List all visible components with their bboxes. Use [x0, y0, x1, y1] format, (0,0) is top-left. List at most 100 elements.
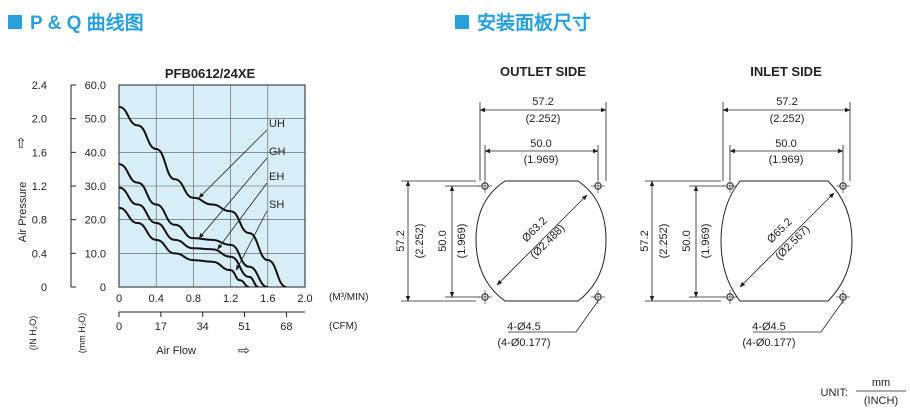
- x-tick-label-m3: 0: [116, 293, 122, 305]
- outlet-hole-width-dim: [484, 145, 599, 180]
- inlet-fan-outline: [720, 180, 853, 302]
- outlet-diameter-line: [496, 194, 588, 286]
- curve-label-uh: UH: [269, 118, 285, 130]
- outlet-overall-width-mm: 57.2: [532, 96, 553, 108]
- x-tick-label-cfm: 51: [238, 321, 250, 333]
- inlet-title: INLET SIDE: [750, 64, 822, 79]
- outlet-hole-width-mm: 50.0: [530, 138, 551, 150]
- inlet-hole-leader: [753, 300, 844, 333]
- y-tick-label-mm: 50.0: [85, 114, 106, 126]
- outlet-overall-height-dim: [401, 180, 476, 302]
- y-tick-label-in: 0: [41, 282, 47, 294]
- curve-leader-uh: [198, 129, 268, 199]
- air-pressure-arrow-icon: ⇧: [15, 135, 27, 151]
- y-tick-label-in: 0.8: [32, 215, 47, 227]
- curve-sh: [119, 206, 250, 287]
- x-tick-label-m3: 1.2: [223, 293, 238, 305]
- heading-square-icon: [8, 14, 22, 29]
- inlet-overall-height-mm: 57.2: [639, 230, 651, 251]
- y-tick-label-mm: 60.0: [85, 80, 106, 92]
- curve-label-eh: EH: [269, 171, 284, 183]
- x-tick-label-m3: 0.4: [149, 293, 164, 305]
- curve-label-sh: SH: [269, 199, 284, 211]
- curve-eh: [119, 186, 259, 287]
- inlet-holes-mm: 4-Ø4.5: [752, 321, 786, 333]
- y-unit-inh2o: (IN H₂O): [28, 316, 38, 351]
- unit-numerator: mm: [872, 377, 890, 389]
- y-axis-label: Air Pressure: [17, 182, 29, 243]
- pq-curves: [119, 105, 287, 287]
- outlet-hole-height-in: (1.969): [456, 224, 468, 259]
- inlet-hole-width-in: (1.969): [769, 154, 804, 166]
- outlet-overall-width-in: (2.252): [526, 113, 561, 125]
- x-tick-label-m3: 0.8: [186, 293, 201, 305]
- x-tick-label-m3: 2.0: [297, 293, 312, 305]
- x-tick-label-m3: 1.6: [260, 293, 275, 305]
- unit-legend: UNIT: mm (INCH): [821, 377, 906, 407]
- outlet-overall-width-dim: [479, 102, 607, 181]
- inlet-overall-width-in: (2.252): [770, 113, 805, 125]
- curve-leader-eh: [217, 182, 268, 250]
- y-tick-label-in: 0.4: [32, 248, 47, 260]
- y-tick-label-in: 1.6: [32, 147, 47, 159]
- heading-square-icon: [455, 14, 469, 29]
- outlet-hole-width-in: (1.969): [524, 154, 559, 166]
- y-tick-label-mm: 30.0: [85, 181, 106, 193]
- inlet-overall-width-mm: 57.2: [776, 96, 797, 108]
- outlet-holes-mm: 4-Ø4.5: [507, 321, 541, 333]
- inlet-holes-in: (4-Ø0.177): [742, 337, 795, 349]
- y-ticks: 60.0 50.0 40.0 30.0 20.0 10.0 0 2.4 2.0 1.6 1.2 0.8…: [32, 80, 106, 294]
- x-unit-cfm: (CFM): [329, 321, 357, 332]
- y-tick-label-in: 1.2: [32, 181, 47, 193]
- y-tick-label-mm: 10.0: [85, 248, 106, 260]
- inlet-side-drawing: INLET SIDE 57.2 (2.252) 50.0 (1.969): [639, 64, 853, 349]
- air-flow-arrow-icon: ⇨: [238, 342, 250, 358]
- outlet-center-marks: [478, 179, 605, 304]
- inlet-hole-height-dim: [689, 185, 725, 298]
- pq-chart: PFB0612/24XE UH GH EH SH 60.0 50.0 40.0 30.0 20…: [15, 66, 368, 358]
- x-tick-label-cfm: 68: [280, 321, 292, 333]
- inlet-hole-height-in: (1.969): [700, 224, 712, 259]
- curve-label-gh: GH: [269, 146, 286, 158]
- outlet-title: OUTLET SIDE: [500, 64, 586, 79]
- inlet-center-marks: [723, 179, 850, 304]
- unit-denominator: (INCH): [864, 395, 898, 407]
- curve-uh: [119, 105, 287, 287]
- curve-leader-sh: [235, 210, 268, 271]
- inlet-overall-width-dim: [722, 102, 851, 181]
- outlet-hole-height-dim: [445, 185, 480, 298]
- inlet-overall-height-dim: [645, 180, 721, 302]
- outlet-hole-height-mm: 50.0: [437, 230, 449, 251]
- inlet-hole-width-mm: 50.0: [775, 138, 796, 150]
- inlet-overall-height-in: (2.252): [658, 224, 670, 259]
- y-tick-label-mm: 20.0: [85, 215, 106, 227]
- outlet-side-drawing: OUTLET SIDE 57.2 (2.252) 50.0 (: [395, 64, 607, 349]
- x-unit-m3: (M³/MIN): [329, 292, 368, 303]
- y-tick-label-mm: 0: [100, 282, 106, 294]
- curve-labels: UH GH EH SH: [198, 118, 286, 271]
- inlet-diameter-line: [739, 192, 835, 288]
- y-tick-label-in: 2.0: [32, 114, 47, 126]
- chart-title: PFB0612/24XE: [165, 66, 256, 81]
- y-tick-label-in: 2.4: [32, 80, 47, 92]
- curve-gh: [119, 163, 269, 287]
- inlet-hole-width-dim: [729, 145, 844, 180]
- x-tick-label-cfm: 34: [197, 321, 209, 333]
- y-tick-label-mm: 40.0: [85, 147, 106, 159]
- pq-heading-text: P & Q 曲线图: [30, 13, 144, 34]
- x-tick-label-cfm: 0: [116, 321, 122, 333]
- pq-curve-heading: P & Q 曲线图: [8, 8, 144, 35]
- y-unit-mmh2o: (mm H₂O): [77, 313, 87, 353]
- outlet-overall-height-in: (2.252): [414, 224, 426, 259]
- panel-dimension-heading: 安装面板尺寸: [455, 8, 591, 35]
- unit-label: UNIT:: [821, 387, 849, 399]
- outlet-overall-height-mm: 57.2: [395, 230, 407, 251]
- inlet-hole-height-mm: 50.0: [681, 230, 693, 251]
- outlet-fan-outline: [475, 180, 607, 302]
- x-axis-label: Air Flow: [156, 345, 196, 357]
- x-tick-label-cfm: 17: [155, 321, 167, 333]
- panel-heading-text: 安装面板尺寸: [477, 13, 592, 34]
- outlet-hole-leader: [508, 300, 599, 333]
- x-ticks: 0 0.4 0.8 1.2 1.6 2.0 0 17 34 51 68: [116, 293, 313, 333]
